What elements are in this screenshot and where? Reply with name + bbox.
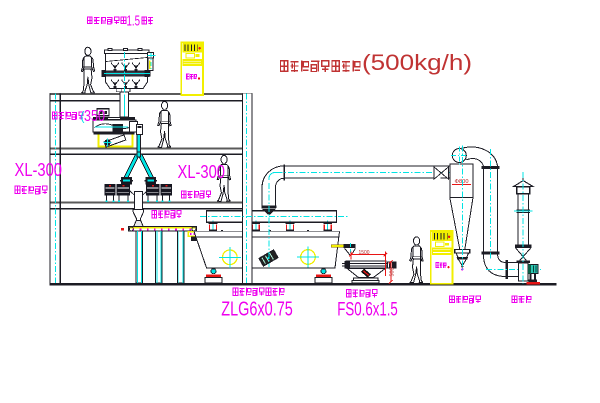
svg-text:1500: 1500	[359, 250, 370, 256]
svg-text:ZLG6x0.75: ZLG6x0.75	[221, 298, 292, 321]
svg-text:500: 500	[390, 268, 396, 277]
svg-text:(500kg/h): (500kg/h)	[362, 50, 472, 75]
svg-text:(: (	[81, 109, 86, 124]
svg-text:Φ800: Φ800	[455, 179, 469, 185]
svg-text:1.5: 1.5	[127, 12, 141, 29]
svg-text:XL-300: XL-300	[15, 159, 63, 180]
svg-text:XL-300: XL-300	[178, 161, 226, 182]
svg-text:350: 350	[84, 108, 105, 125]
svg-text:FS0.6x1.5: FS0.6x1.5	[337, 298, 398, 320]
